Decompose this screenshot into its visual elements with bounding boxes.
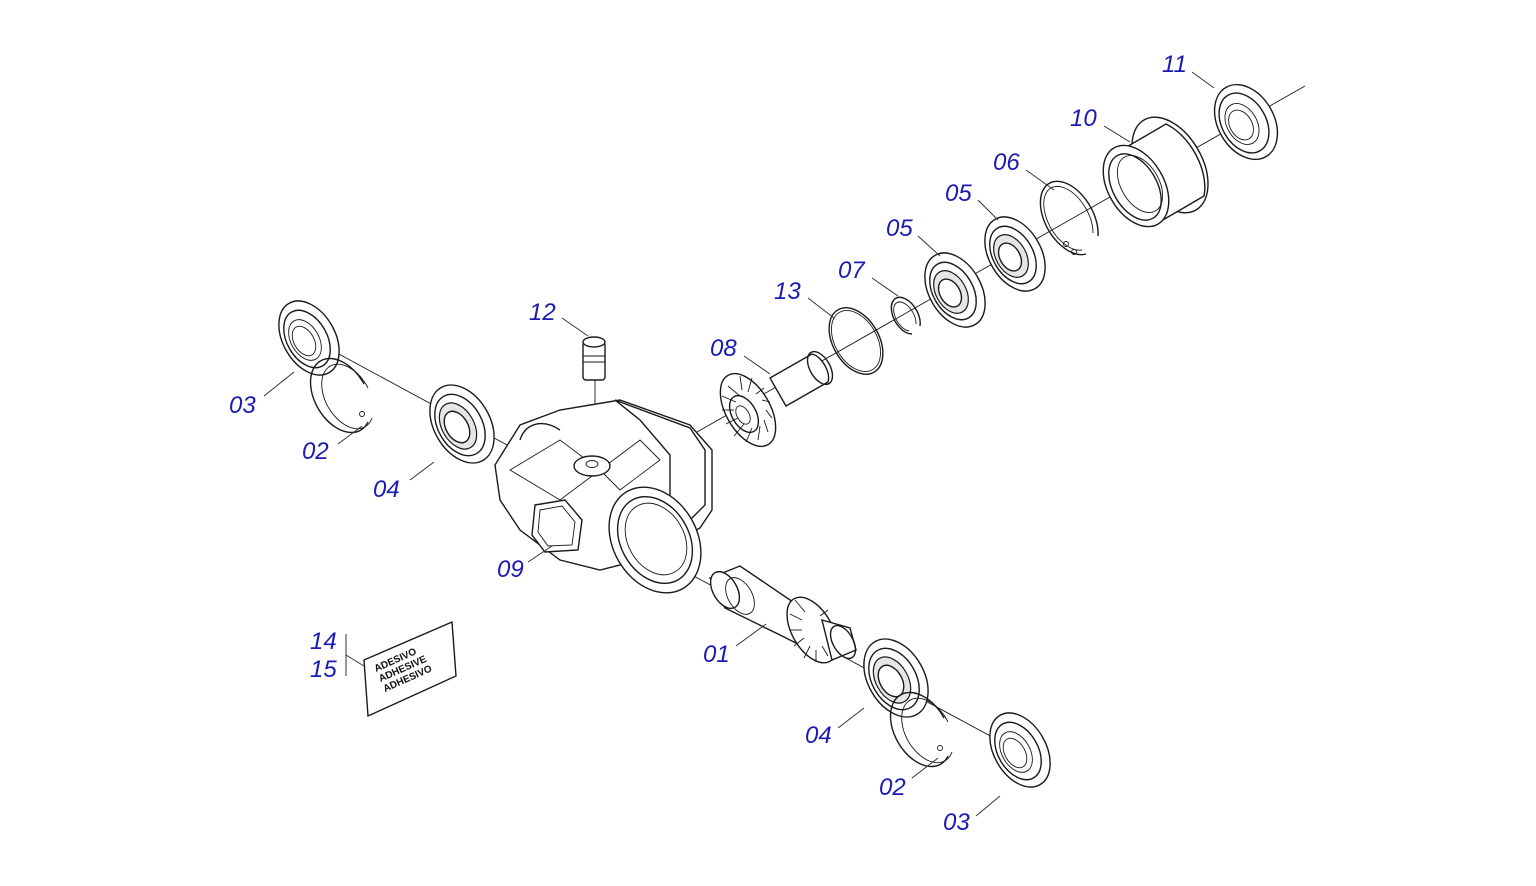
callout-04-right: 04 (805, 722, 832, 749)
part-05-bearing-upper (984, 216, 1046, 292)
part-10-cup (1102, 116, 1209, 228)
part-01-pinion-shaft (709, 565, 857, 664)
callout-labels: 11 10 06 05 05 07 13 08 12 03 02 04 09 0… (229, 51, 1187, 836)
callout-12: 12 (529, 299, 556, 326)
callout-13: 13 (774, 278, 801, 305)
callout-06: 06 (993, 149, 1020, 176)
callout-14: 14 (310, 628, 337, 655)
callout-01: 01 (703, 641, 730, 668)
callout-04-left: 04 (373, 476, 400, 503)
part-11-seal (1213, 83, 1279, 161)
callout-07: 07 (838, 257, 866, 284)
callout-08: 08 (710, 335, 737, 362)
part-03-seal-right (989, 712, 1051, 788)
callout-09: 09 (497, 556, 524, 583)
part-08-gear-shaft (719, 350, 834, 448)
callout-11: 11 (1162, 51, 1187, 78)
leader-lines (263, 71, 1215, 817)
callout-05-upper: 05 (945, 180, 972, 207)
part-07-circlip (890, 296, 921, 335)
callout-02-left: 02 (302, 438, 329, 465)
part-05-bearing-lower (924, 252, 986, 328)
part-03-seal-left (278, 300, 340, 376)
callout-15: 15 (310, 656, 337, 683)
part-04-bearing-right (863, 638, 929, 718)
part-06-snap-ring (1039, 180, 1099, 256)
part-13-o-ring (828, 307, 884, 375)
part-14-15-sticker: ADESIVO ADHESIVE ADHESIVO (345, 620, 457, 718)
callout-03-left: 03 (229, 392, 256, 419)
part-04-bearing-left (429, 384, 495, 464)
part-09-housing (494, 399, 713, 594)
callout-03-right: 03 (943, 809, 970, 836)
callout-10: 10 (1070, 105, 1097, 132)
callout-05-lower: 05 (886, 215, 913, 242)
part-02-snap-ring-right (889, 691, 953, 768)
part-12-plug (582, 336, 606, 381)
callout-02-right: 02 (879, 774, 906, 801)
